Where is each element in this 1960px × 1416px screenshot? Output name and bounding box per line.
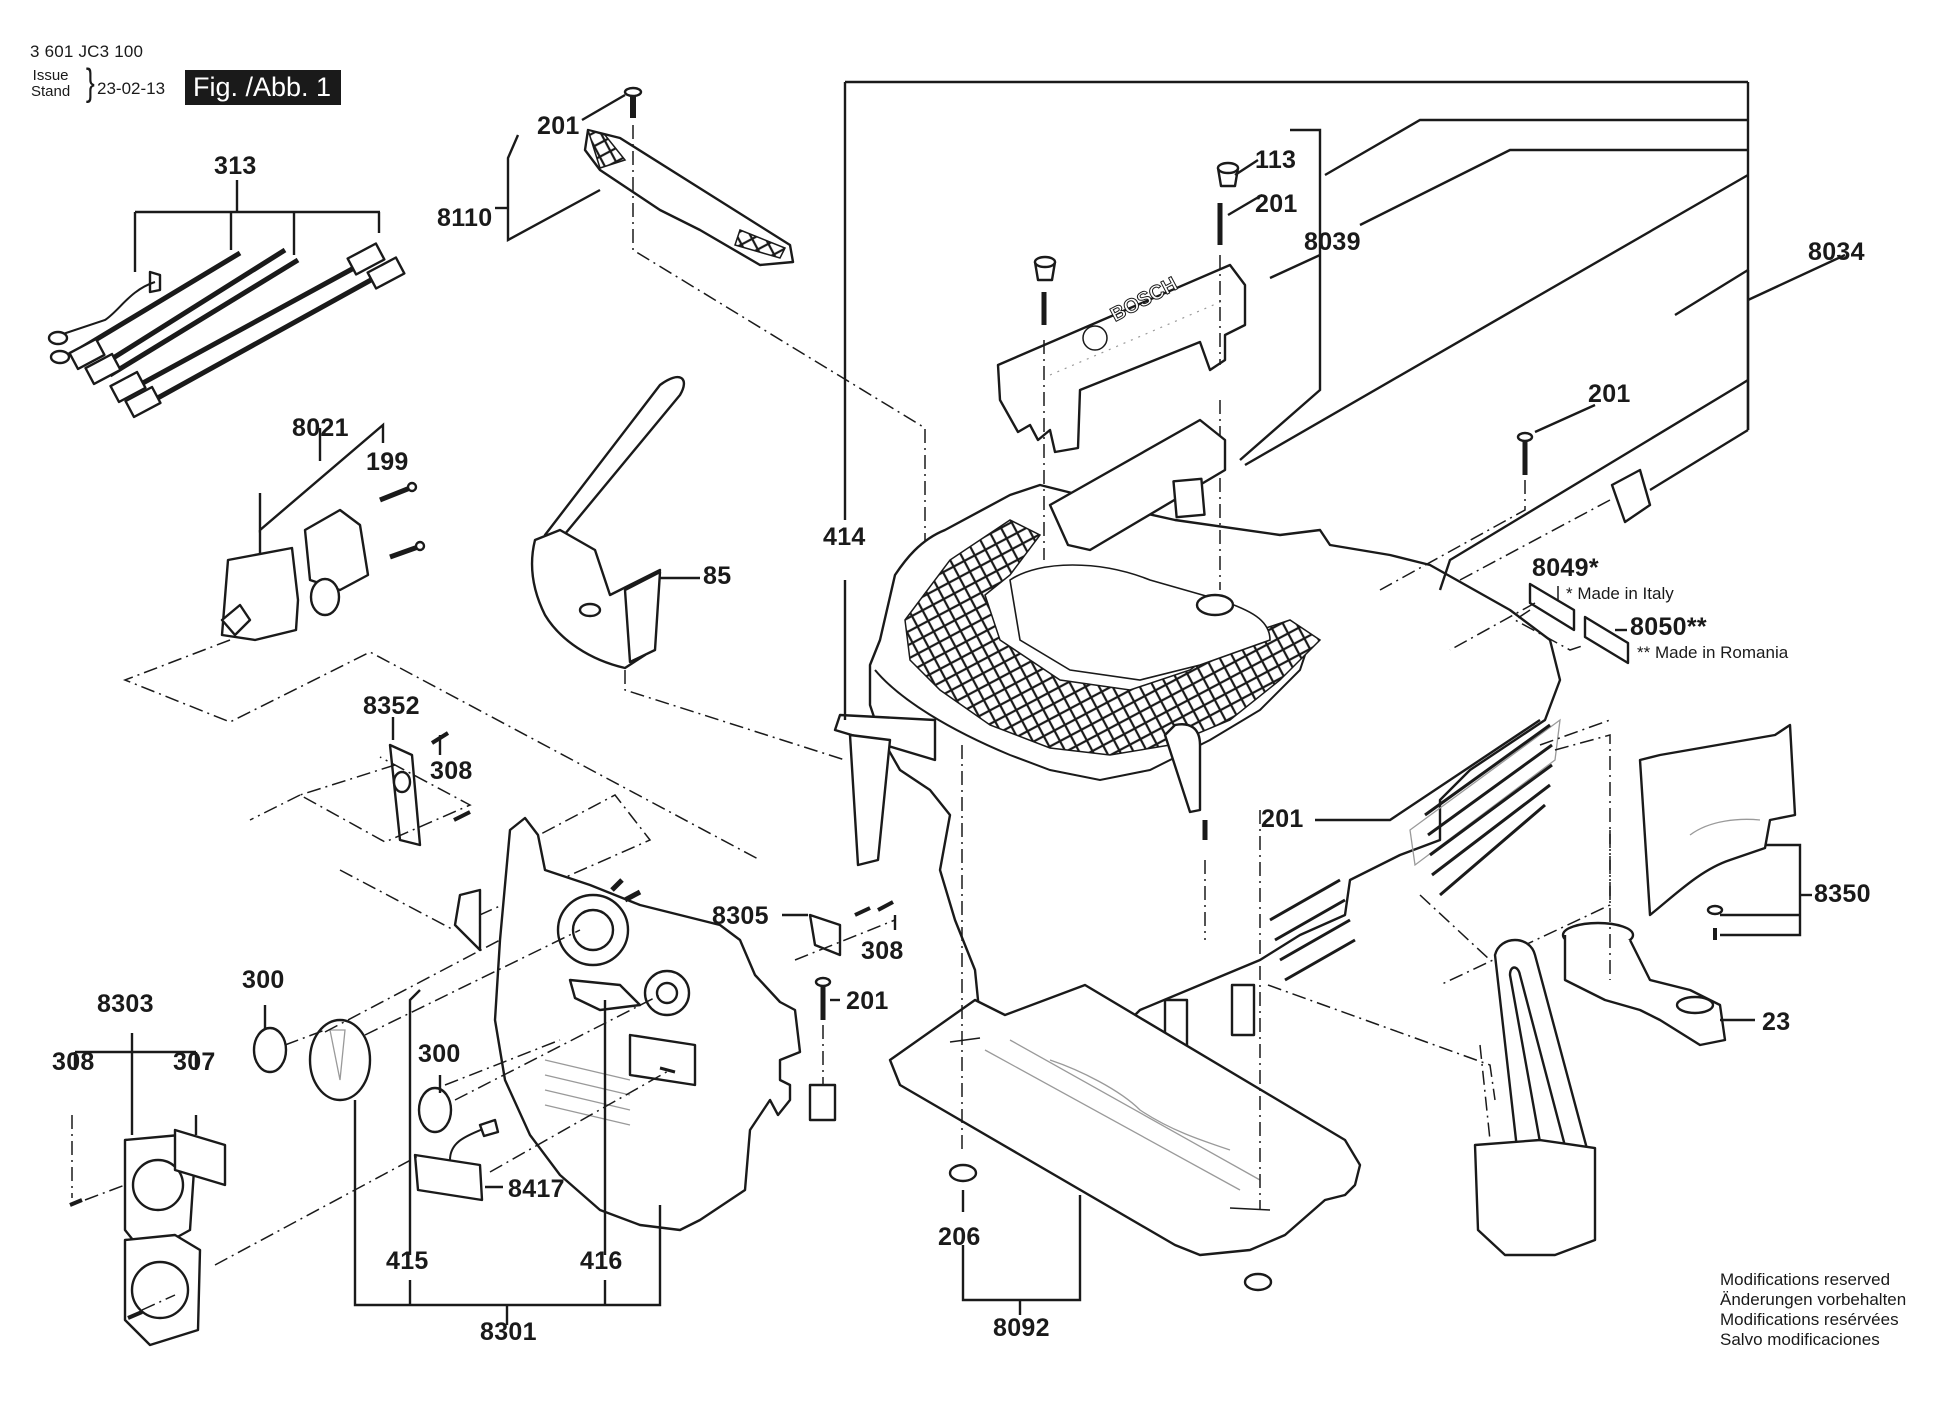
- callout-85: 85: [703, 562, 732, 590]
- note-made-in-italy: * Made in Italy: [1566, 584, 1674, 603]
- callout-308-a: 308: [430, 757, 473, 785]
- issue-date: 23-02-13: [97, 79, 166, 98]
- callout-414: 414: [823, 523, 866, 551]
- callout-201-front: 201: [846, 987, 889, 1015]
- brace-icon: }: [85, 62, 95, 104]
- callout-201-top: 201: [1255, 190, 1298, 218]
- issue-label-en: Issue: [32, 67, 69, 84]
- plate-8352: [388, 717, 471, 847]
- callout-8034: 8034: [1808, 238, 1865, 266]
- footer-line-fr: Modifications resérvées: [1720, 1310, 1899, 1329]
- callout-8110: 8110: [437, 204, 493, 232]
- knob-large: [308, 1018, 372, 1102]
- clip: [1610, 468, 1652, 524]
- clamp-23: [1561, 921, 1755, 1047]
- callout-8303: 8303: [97, 990, 154, 1018]
- callout-201-handle: 201: [537, 112, 580, 140]
- knob-300-a: [252, 1005, 288, 1074]
- display-8417: [413, 1118, 503, 1202]
- hose-adapter-8350: [1638, 723, 1812, 940]
- document-number: 3 601 JC3 100: [30, 42, 144, 61]
- note-made-in-romania: ** Made in Romania: [1637, 643, 1789, 662]
- callout-416: 416: [580, 1247, 623, 1275]
- callout-8092: 8092: [993, 1314, 1050, 1342]
- filter-cover: [1048, 418, 1227, 552]
- callout-8301: 8301: [480, 1318, 537, 1346]
- callout-8049: 8049*: [1532, 554, 1599, 582]
- cable-set-313: [47, 180, 406, 419]
- figure-label: Fig. /Abb. 1: [185, 70, 342, 105]
- handle-8110: [495, 86, 795, 267]
- carry-handle-8039: BOSCH: [996, 128, 1322, 461]
- callout-307: 307: [173, 1048, 216, 1076]
- callout-415: 415: [386, 1247, 429, 1275]
- callout-206: 206: [938, 1223, 981, 1251]
- switch-8021: [220, 422, 426, 642]
- main-housing: [833, 483, 1562, 1050]
- callout-8350: 8350: [1814, 880, 1871, 908]
- front-panel-8301: [453, 816, 802, 1232]
- footer-line-de: Änderungen vorbehalten: [1720, 1290, 1907, 1309]
- callout-23: 23: [1762, 1008, 1791, 1036]
- callout-308-b: 308: [861, 937, 904, 965]
- callout-308-c: 308: [52, 1048, 95, 1076]
- callout-8417: 8417: [508, 1175, 565, 1203]
- callout-8352: 8352: [363, 692, 420, 720]
- callout-8050: 8050**: [1630, 613, 1707, 641]
- washer-206-a: [948, 1163, 978, 1183]
- strap-loop: [1473, 938, 1597, 1257]
- callout-201-body: 201: [1261, 805, 1304, 833]
- vent-grille: [1269, 718, 1561, 982]
- base-plate-8092: [888, 983, 1362, 1257]
- callout-8305: 8305: [712, 902, 769, 930]
- bracket-85: [530, 375, 700, 670]
- modifications-notice: Modifications reserved Änderungen vorbeh…: [1720, 1270, 1906, 1350]
- callout-8021: 8021: [292, 414, 349, 442]
- labels-8049-8050: [1449, 582, 1630, 665]
- callout-199: 199: [366, 448, 409, 476]
- bosch-logo-icon: [1082, 325, 1108, 351]
- callout-201-right: 201: [1588, 380, 1631, 408]
- callout-113: 113: [1255, 146, 1297, 174]
- socket-8303: [69, 1033, 227, 1347]
- callout-8039: 8039: [1304, 228, 1361, 256]
- callout-300-a: 300: [242, 966, 285, 994]
- callout-300-b: 300: [418, 1040, 461, 1068]
- callout-313: 313: [214, 152, 257, 180]
- issue-label: Issue Stand: [31, 68, 70, 100]
- footer-line-es: Salvo modificaciones: [1720, 1330, 1880, 1349]
- footer-line-en: Modifications reserved: [1720, 1270, 1891, 1289]
- washer-206-b: [1243, 1272, 1273, 1292]
- bracket-8305: [782, 900, 897, 957]
- issue-label-de: Stand: [31, 83, 71, 100]
- knob-300-b: [417, 1075, 453, 1134]
